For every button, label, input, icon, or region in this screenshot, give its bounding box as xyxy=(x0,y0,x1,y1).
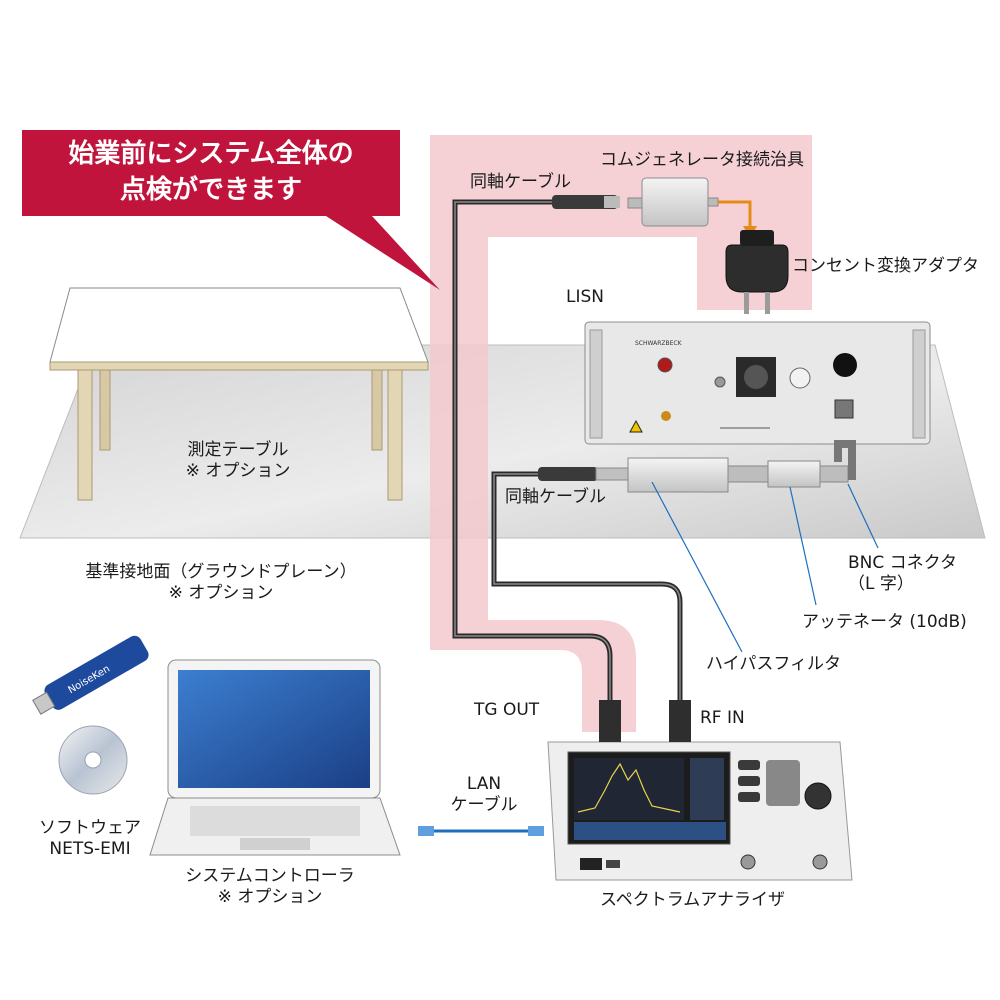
label-software: ソフトウェア NETS-EMI xyxy=(20,818,160,861)
label-controller: システムコントローラ ※ オプション xyxy=(160,866,380,909)
label-comb-jig: コムジェネレータ接続治具 xyxy=(600,150,804,170)
label-lan-line2: ケーブル xyxy=(450,795,518,816)
spectrum-analyzer xyxy=(547,741,853,881)
label-ground-option: ※ オプション xyxy=(168,583,274,604)
label-outlet-adapter: コンセント変換アダプタ xyxy=(792,256,979,276)
measurement-table xyxy=(49,287,429,501)
label-ground-name: 基準接地面（グラウンドプレーン） xyxy=(85,562,357,582)
callout-line1: 始業前にシステム全体の xyxy=(68,139,354,169)
label-controller-option: ※ オプション xyxy=(217,887,323,908)
label-table: 測定テーブル ※ オプション xyxy=(168,440,308,483)
callout-bubble xyxy=(22,130,440,290)
attenuator xyxy=(767,460,821,488)
label-attenuator: アッテネータ (10dB) xyxy=(802,612,967,632)
cd-disc xyxy=(58,725,128,795)
label-lan-cable: LAN ケーブル xyxy=(444,774,524,817)
lisn-device: SCHWARZBECK xyxy=(584,321,931,445)
label-bnc: BNC コネクタ （L 字） xyxy=(848,553,957,596)
label-ground-plane: 基準接地面（グラウンドプレーン） ※ オプション xyxy=(66,562,376,605)
bnc-plug-top xyxy=(552,195,618,209)
label-analyzer: スペクトラムアナライザ xyxy=(600,890,785,910)
label-rf-in: RF IN xyxy=(700,708,745,728)
label-table-name: 測定テーブル xyxy=(187,440,289,460)
label-bnc-line1: BNC コネクタ xyxy=(848,553,957,573)
label-highpass: ハイパスフィルタ xyxy=(706,654,841,674)
label-tg-out: TG OUT xyxy=(474,700,540,720)
label-lisn: LISN xyxy=(566,287,604,307)
label-coax-middle: 同軸ケーブル xyxy=(505,487,606,507)
label-software-line1: ソフトウェア xyxy=(39,818,141,838)
label-controller-name: システムコントローラ xyxy=(185,866,355,886)
label-lan-line1: LAN xyxy=(466,774,502,794)
callout-text: 始業前にシステム全体の 点検ができます xyxy=(22,130,400,220)
comb-generator-jig xyxy=(627,177,719,227)
label-coax-top: 同軸ケーブル xyxy=(470,172,571,192)
outlet-adapter xyxy=(725,230,789,314)
laptop xyxy=(149,659,401,856)
orange-arrow xyxy=(718,200,752,228)
highlight-loop xyxy=(430,135,812,732)
tg-out-connector xyxy=(599,700,621,742)
bnc-l-connector xyxy=(834,440,856,480)
usb-key: NoiseKen xyxy=(32,635,149,715)
rf-in-connector xyxy=(669,700,691,742)
callout-line2: 点検ができます xyxy=(119,175,302,205)
lisn-brand: SCHWARZBECK xyxy=(635,340,683,347)
label-table-option: ※ オプション xyxy=(185,461,291,482)
highpass-filter xyxy=(627,457,729,493)
label-bnc-line2: （L 字） xyxy=(848,574,914,595)
leader-lines xyxy=(651,481,879,653)
label-software-line2: NETS-EMI xyxy=(49,839,131,860)
